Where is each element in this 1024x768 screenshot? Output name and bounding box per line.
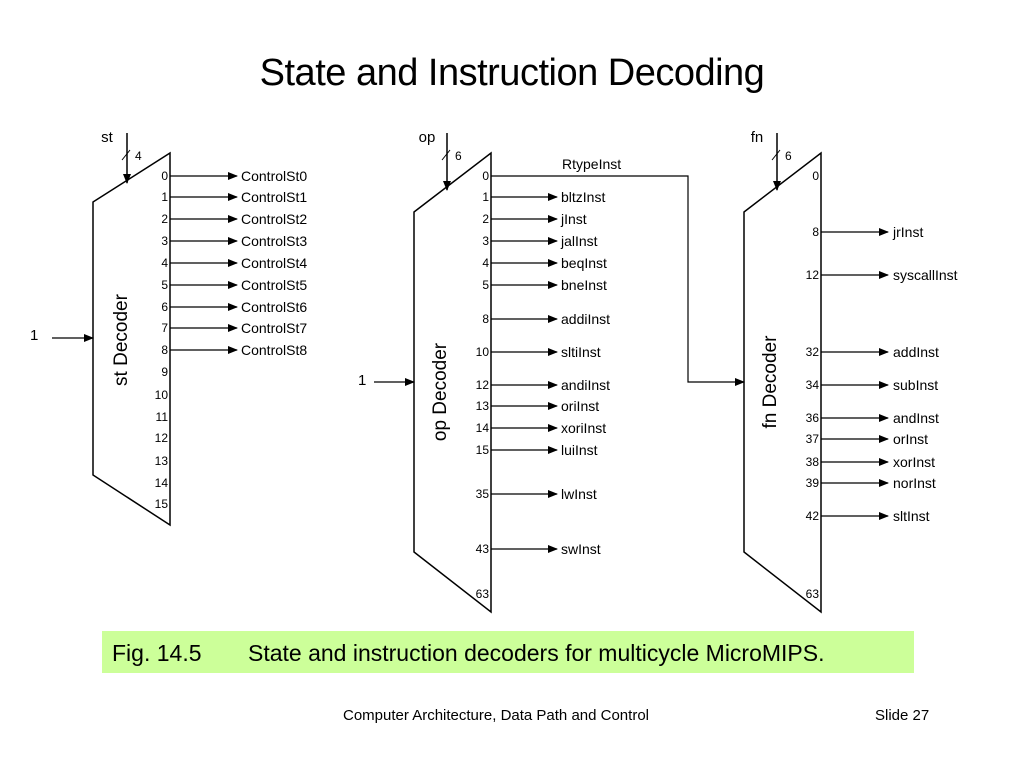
- fn-pin-number: 32: [806, 345, 820, 359]
- fn-input-label: fn: [751, 129, 764, 146]
- op-pin-number: 0: [482, 169, 489, 183]
- figure-number: Fig. 14.5: [112, 640, 202, 666]
- st-bus-width: 4: [135, 149, 142, 163]
- st-pin-number: 12: [155, 431, 169, 445]
- st-pin-number: 3: [161, 234, 168, 248]
- op-pin-number: 2: [482, 212, 489, 226]
- output-signal-label: ControlSt0: [241, 168, 307, 184]
- op-pin-number: 13: [476, 399, 490, 413]
- fn-pin-number: 8: [812, 225, 819, 239]
- output-signal-label: orInst: [893, 431, 928, 447]
- output-signal-label: andiInst: [561, 377, 610, 393]
- op-pin-number: 5: [482, 278, 489, 292]
- output-signal-label: ControlSt4: [241, 255, 307, 271]
- st-pin-number: 4: [161, 256, 168, 270]
- output-signal-label: ControlSt1: [241, 189, 307, 205]
- output-signal-label: ControlSt5: [241, 277, 307, 293]
- output-signal-label: xorInst: [893, 454, 935, 470]
- op-pin-number: 10: [476, 345, 490, 359]
- output-signal-label: jrInst: [892, 224, 923, 240]
- st-pin-number: 6: [161, 300, 168, 314]
- figure-caption: Fig. 14.5 State and instruction decoders…: [102, 631, 914, 673]
- output-signal-label: addInst: [893, 344, 939, 360]
- op-pin-number: 12: [476, 378, 490, 392]
- output-signal-label: bneInst: [561, 277, 607, 293]
- fn-pin-number: 63: [806, 587, 820, 601]
- fn-pin-number: 36: [806, 411, 820, 425]
- figure-caption-text: State and instruction decoders for multi…: [248, 640, 825, 666]
- op-bus-slash: [441, 149, 451, 161]
- op-bus-width: 6: [455, 149, 462, 163]
- st-pin-number: 14: [155, 476, 169, 490]
- fn-bus-slash: [771, 149, 781, 161]
- st-pin-number: 1: [161, 190, 168, 204]
- st-bus-slash: [121, 149, 131, 161]
- output-signal-label: syscallInst: [893, 267, 958, 283]
- op-pin-number: 3: [482, 234, 489, 248]
- footer-course-title: Computer Architecture, Data Path and Con…: [343, 707, 649, 724]
- output-signal-label: ControlSt7: [241, 320, 307, 336]
- st-decoder-body: [92, 151, 171, 527]
- op-pin-number: 63: [476, 587, 490, 601]
- st-pin-number: 7: [161, 321, 168, 335]
- output-signal-label: subInst: [893, 377, 938, 393]
- op-pin-number: 1: [482, 190, 489, 204]
- output-signal-label: ControlSt2: [241, 211, 307, 227]
- st-pin-number: 9: [161, 365, 168, 379]
- op-pin-number: 8: [482, 312, 489, 326]
- fn-pin-number: 39: [806, 476, 820, 490]
- output-signal-label: jalInst: [560, 233, 598, 249]
- st-pin-number: 10: [155, 388, 169, 402]
- slide-title: State and Instruction Decoding: [259, 52, 765, 94]
- op-pin-number: 43: [476, 542, 490, 556]
- output-signal-label: xoriInst: [561, 420, 606, 436]
- op-pin-number: 15: [476, 443, 490, 457]
- output-signal-label: oriInst: [561, 398, 599, 414]
- st-pin-number: 8: [161, 343, 168, 357]
- fn-pin-number: 37: [806, 432, 820, 446]
- output-signal-label: ControlSt6: [241, 299, 307, 315]
- fn-decoder-body: [743, 151, 822, 614]
- output-signal-label: sltInst: [893, 508, 930, 524]
- op-decoder-name: op Decoder: [430, 342, 451, 441]
- op-pin-number: 4: [482, 256, 489, 270]
- st-pin-number: 13: [155, 454, 169, 468]
- fn-decoder-name: fn Decoder: [760, 335, 781, 429]
- output-signal-label: ControlSt8: [241, 342, 307, 358]
- output-signal-label: lwInst: [561, 486, 597, 502]
- st-pin-number: 2: [161, 212, 168, 226]
- fn-pin-number: 12: [806, 268, 820, 282]
- output-signal-label: sltiInst: [561, 344, 601, 360]
- output-signal-label: RtypeInst: [562, 156, 621, 172]
- output-signal-label: norInst: [893, 475, 936, 491]
- st-pin-number: 11: [156, 410, 169, 424]
- rtype-enable-wire: [491, 175, 745, 386]
- fn-pin-number: 38: [806, 455, 820, 469]
- st-input-label: st: [101, 129, 114, 146]
- st-enable-label: 1: [30, 327, 38, 344]
- op-pin-number: 35: [476, 487, 490, 501]
- fn-bus-width: 6: [785, 149, 792, 163]
- output-signal-label: swInst: [561, 541, 601, 557]
- st-pin-number: 0: [161, 169, 168, 183]
- output-signal-label: ControlSt3: [241, 233, 307, 249]
- output-signal-label: beqInst: [561, 255, 607, 271]
- fn-pin-number: 42: [806, 509, 820, 523]
- op-decoder-body: [413, 151, 492, 614]
- output-signal-label: andInst: [893, 410, 939, 426]
- st-decoder-name: st Decoder: [111, 293, 132, 386]
- fn-pin-number: 34: [806, 378, 820, 392]
- st-pin-number: 15: [155, 497, 169, 511]
- output-signal-label: bltzInst: [561, 189, 605, 205]
- op-enable-label: 1: [358, 372, 366, 389]
- output-signal-label: luiInst: [561, 442, 598, 458]
- op-pin-number: 14: [476, 421, 490, 435]
- st-pin-number: 5: [161, 278, 168, 292]
- op-input-label: op: [419, 129, 436, 146]
- fn-pin-number: 0: [812, 169, 819, 183]
- footer-slide-number: Slide 27: [875, 707, 930, 724]
- output-signal-label: jInst: [560, 211, 587, 227]
- output-signal-label: addiInst: [561, 311, 610, 327]
